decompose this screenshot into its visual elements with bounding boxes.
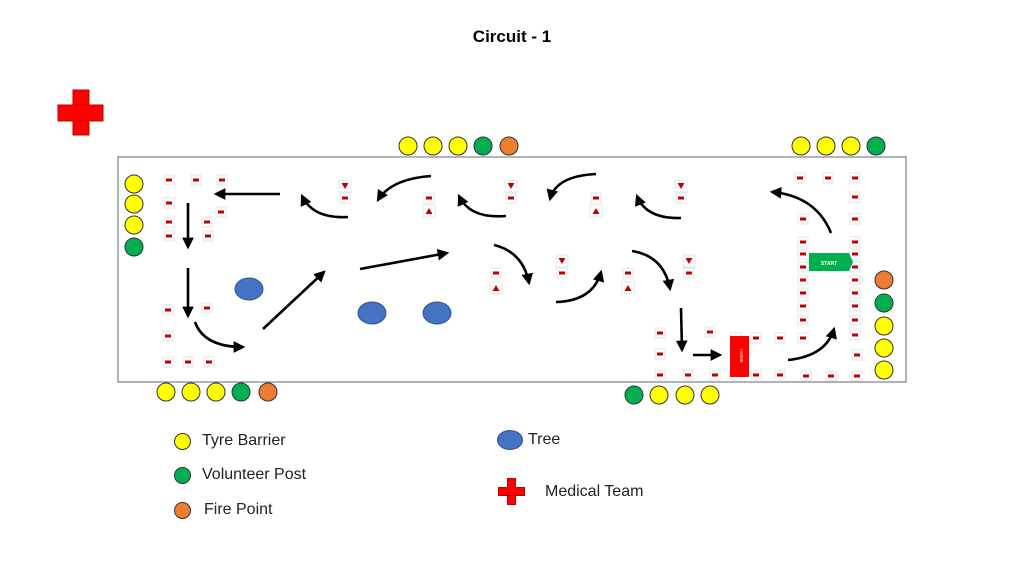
legend-medical-team: Medical Team [498, 478, 643, 505]
legend-tyre-barrier: Tyre Barrier [174, 432, 286, 450]
legend-medical-team-label: Medical Team [545, 482, 644, 500]
diagram-title: Circuit - 1 [472, 27, 552, 46]
tyre-barrier-markers [124, 136, 894, 405]
volunteer-post-markers [124, 136, 894, 405]
finish-label: HOME [739, 349, 744, 363]
volunteer-post-icon [174, 466, 191, 484]
fire-point-markers [258, 136, 894, 402]
legend-volunteer-post-label: Volunteer Post [202, 466, 307, 483]
legend-tree-label: Tree [528, 431, 561, 448]
tree-markers [234, 277, 452, 325]
legend-volunteer-post: Volunteer Post [174, 466, 306, 484]
legend-fire-point: Fire Point [174, 501, 272, 519]
start-label: START [821, 261, 837, 267]
finish-box: HOME [730, 336, 749, 377]
direction-arrows [182, 172, 837, 362]
medical-team-legend-icon [498, 478, 525, 505]
legend-fire-point-label: Fire Point [204, 501, 273, 518]
medical-team-icon [57, 89, 104, 136]
fire-point-icon [174, 501, 191, 519]
legend-tyre-barrier-label: Tyre Barrier [202, 432, 286, 449]
tree-icon [497, 430, 523, 450]
start-box: START [809, 253, 853, 271]
legend-tree: Tree [497, 430, 560, 450]
tyre-barrier-icon [174, 432, 191, 450]
